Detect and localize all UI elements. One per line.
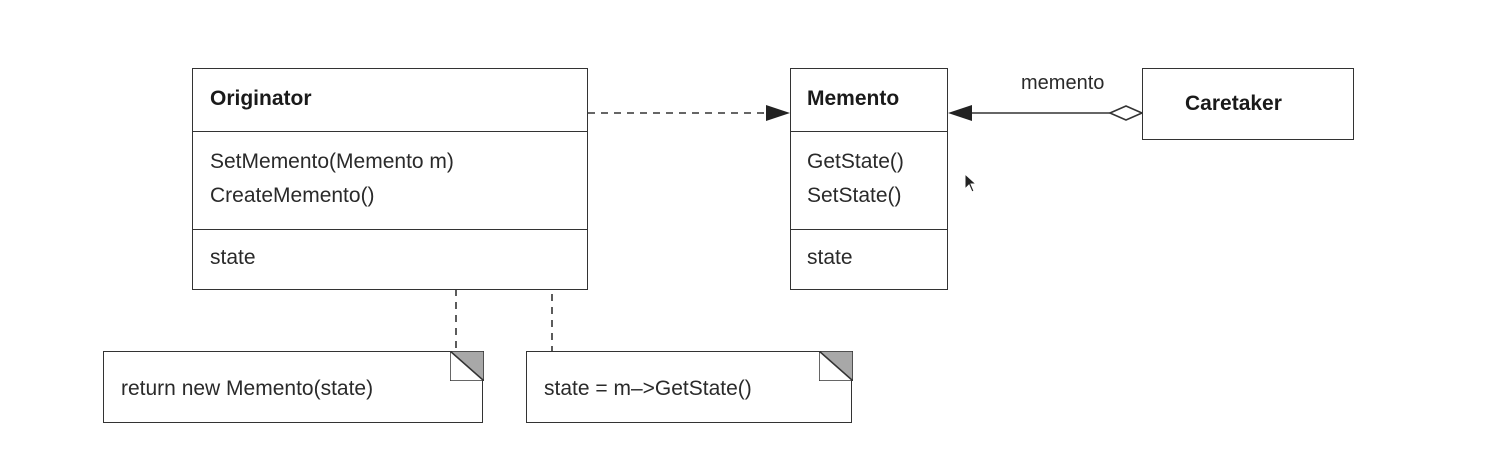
originator-operations-section: SetMemento(Memento m) CreateMemento()	[193, 131, 587, 229]
caretaker-class: Caretaker	[1142, 68, 1354, 140]
originator-class: Originator SetMemento(Memento m) CreateM…	[192, 68, 588, 290]
originator-name: Originator	[210, 87, 312, 110]
dependency-arrowhead	[766, 105, 790, 121]
memento-operation-setstate: SetState()	[807, 184, 902, 207]
aggregation-diamond	[1108, 105, 1144, 121]
caretaker-name: Caretaker	[1185, 92, 1282, 115]
originator-operation-setmemento: SetMemento(Memento m)	[210, 150, 454, 173]
memento-name: Memento	[807, 87, 900, 110]
mouse-cursor-icon	[964, 173, 978, 193]
originator-attributes-section: state	[193, 229, 587, 288]
association-role-label: memento	[1021, 72, 1105, 94]
memento-attribute-state: state	[807, 246, 853, 269]
memento-attributes-section: state	[791, 229, 947, 288]
association-arrowhead	[948, 105, 972, 121]
originator-operation-creatememento: CreateMemento()	[210, 184, 375, 207]
originator-attribute-state: state	[210, 246, 256, 269]
memento-operation-getstate: GetState()	[807, 150, 904, 173]
memento-operations-section: GetState() SetState()	[791, 131, 947, 229]
memento-class: Memento GetState() SetState() state	[790, 68, 948, 290]
memento-name-section: Memento	[791, 69, 947, 131]
note-create-memento-text: return new Memento(state)	[121, 377, 374, 400]
note-create-memento: return new Memento(state)	[103, 350, 484, 423]
originator-name-section: Originator	[193, 69, 587, 131]
note-fold-icon	[818, 350, 853, 381]
note-fold-icon	[449, 350, 484, 381]
note-set-memento-text: state = m–>GetState()	[544, 377, 752, 400]
note-set-memento: state = m–>GetState()	[526, 350, 853, 423]
